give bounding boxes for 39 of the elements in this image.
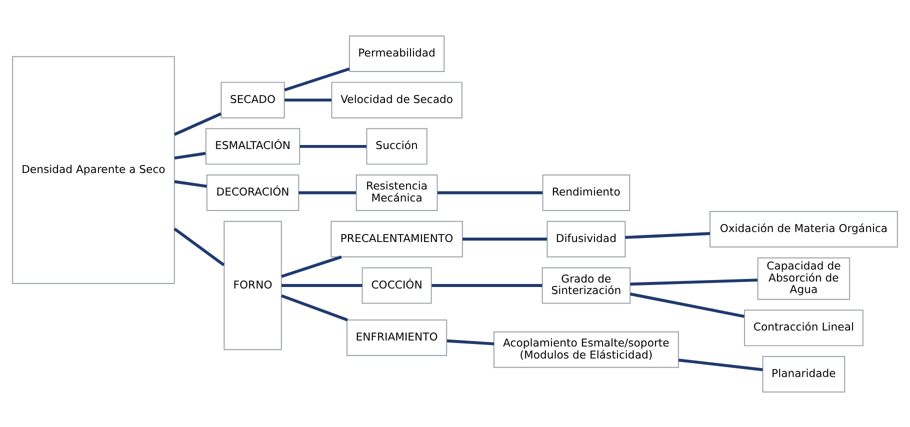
connector [284, 98, 332, 102]
node-box: COCCIÓN [362, 266, 432, 304]
node-box: Grado de Sinterización [542, 266, 631, 304]
node-box: Permeabilidad [348, 34, 445, 72]
connector [280, 294, 348, 321]
connector [462, 237, 547, 240]
node-box: Rendimiento [542, 174, 630, 211]
node-box: Succión [366, 128, 428, 164]
connector [298, 190, 356, 194]
node-box: ESMALTACIÓN [205, 128, 300, 164]
node-box: Contracción Lineal [744, 309, 864, 346]
node-box: Densidad Aparente a Seco [12, 56, 175, 284]
connector [282, 284, 362, 286]
connector [284, 66, 350, 91]
connector [630, 278, 758, 286]
connector [630, 292, 744, 318]
node-box: ENFRIAMIENTO [346, 319, 448, 356]
node-box: PRECALENTAMIENTO [330, 220, 463, 257]
connector [174, 227, 225, 266]
connector [678, 358, 763, 371]
connector [446, 338, 494, 345]
connector [174, 151, 206, 160]
node-box: Difusividad [546, 220, 626, 257]
connector [281, 255, 342, 278]
node-box: SECADO [220, 81, 285, 118]
node-box: Capacidad de Absorción de Agua [757, 256, 850, 300]
connector [300, 144, 366, 148]
connector [438, 190, 543, 194]
connector [174, 180, 207, 188]
node-box: FORNO [224, 220, 282, 350]
node-box: Resistencia Mecánica [356, 174, 438, 211]
node-box: Planaridade [762, 356, 846, 392]
node-box: Oxidación de Materia Orgánica [710, 210, 898, 248]
connector [625, 232, 710, 238]
node-box: DECORACIÓN [206, 174, 300, 211]
node-box: Velocidad de Secado [331, 81, 462, 118]
node-box: Acoplamiento Esmalte/soporte (Modulos de Elásticidad) [493, 330, 679, 368]
connector [432, 284, 542, 286]
connector [174, 112, 222, 136]
